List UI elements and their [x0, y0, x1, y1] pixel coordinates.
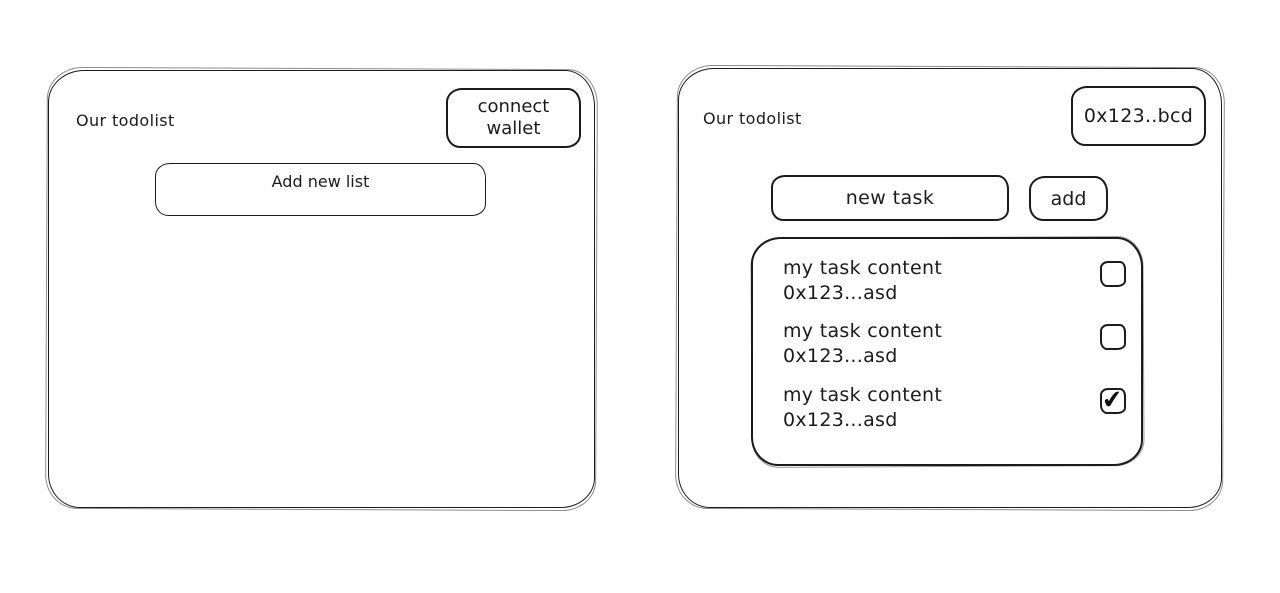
checkmark-icon: ✔ [1099, 383, 1124, 415]
add-new-list-label: Add new list [271, 172, 370, 191]
task-content: my task content [783, 384, 943, 406]
task-text: my task content 0x123...asd [783, 383, 942, 433]
task-text: my task content 0x123...asd [783, 319, 942, 369]
wallet-address-button[interactable]: 0x123..bcd [1071, 86, 1206, 146]
new-task-label: new task [845, 187, 935, 209]
page-title: Our todolist [703, 109, 802, 128]
todolist-panel-disconnected: Our todolist connect wallet Add new list [48, 70, 595, 508]
task-address: 0x123...asd [783, 282, 898, 304]
connect-wallet-label-line1: connect [477, 96, 550, 117]
todolist-panel-connected: Our todolist 0x123..bcd new task add my … [678, 68, 1222, 508]
task-address: 0x123...asd [783, 345, 898, 367]
task-checkbox[interactable]: ✔ [1099, 383, 1126, 415]
add-task-button[interactable]: add [1029, 176, 1108, 221]
task-address: 0x123...asd [783, 409, 898, 431]
task-checkbox[interactable] [1100, 324, 1126, 350]
wallet-address-label: 0x123..bcd [1083, 105, 1194, 127]
page-title: Our todolist [76, 111, 175, 130]
task-checkbox[interactable] [1100, 261, 1126, 287]
task-row: my task content 0x123...asd [783, 256, 1126, 306]
add-new-list-input[interactable]: Add new list [155, 163, 486, 216]
task-text: my task content 0x123...asd [783, 256, 942, 306]
new-task-input[interactable]: new task [771, 175, 1009, 221]
connect-wallet-label-line2: wallet [486, 118, 541, 139]
task-content: my task content [783, 320, 943, 342]
task-row: my task content 0x123...asd [783, 319, 1126, 369]
connect-wallet-button[interactable]: connect wallet [446, 88, 581, 148]
add-task-label: add [1050, 187, 1087, 210]
task-content: my task content [783, 257, 943, 279]
task-row: my task content 0x123...asd ✔ [783, 383, 1126, 433]
task-list: my task content 0x123...asd my task cont… [751, 237, 1143, 466]
